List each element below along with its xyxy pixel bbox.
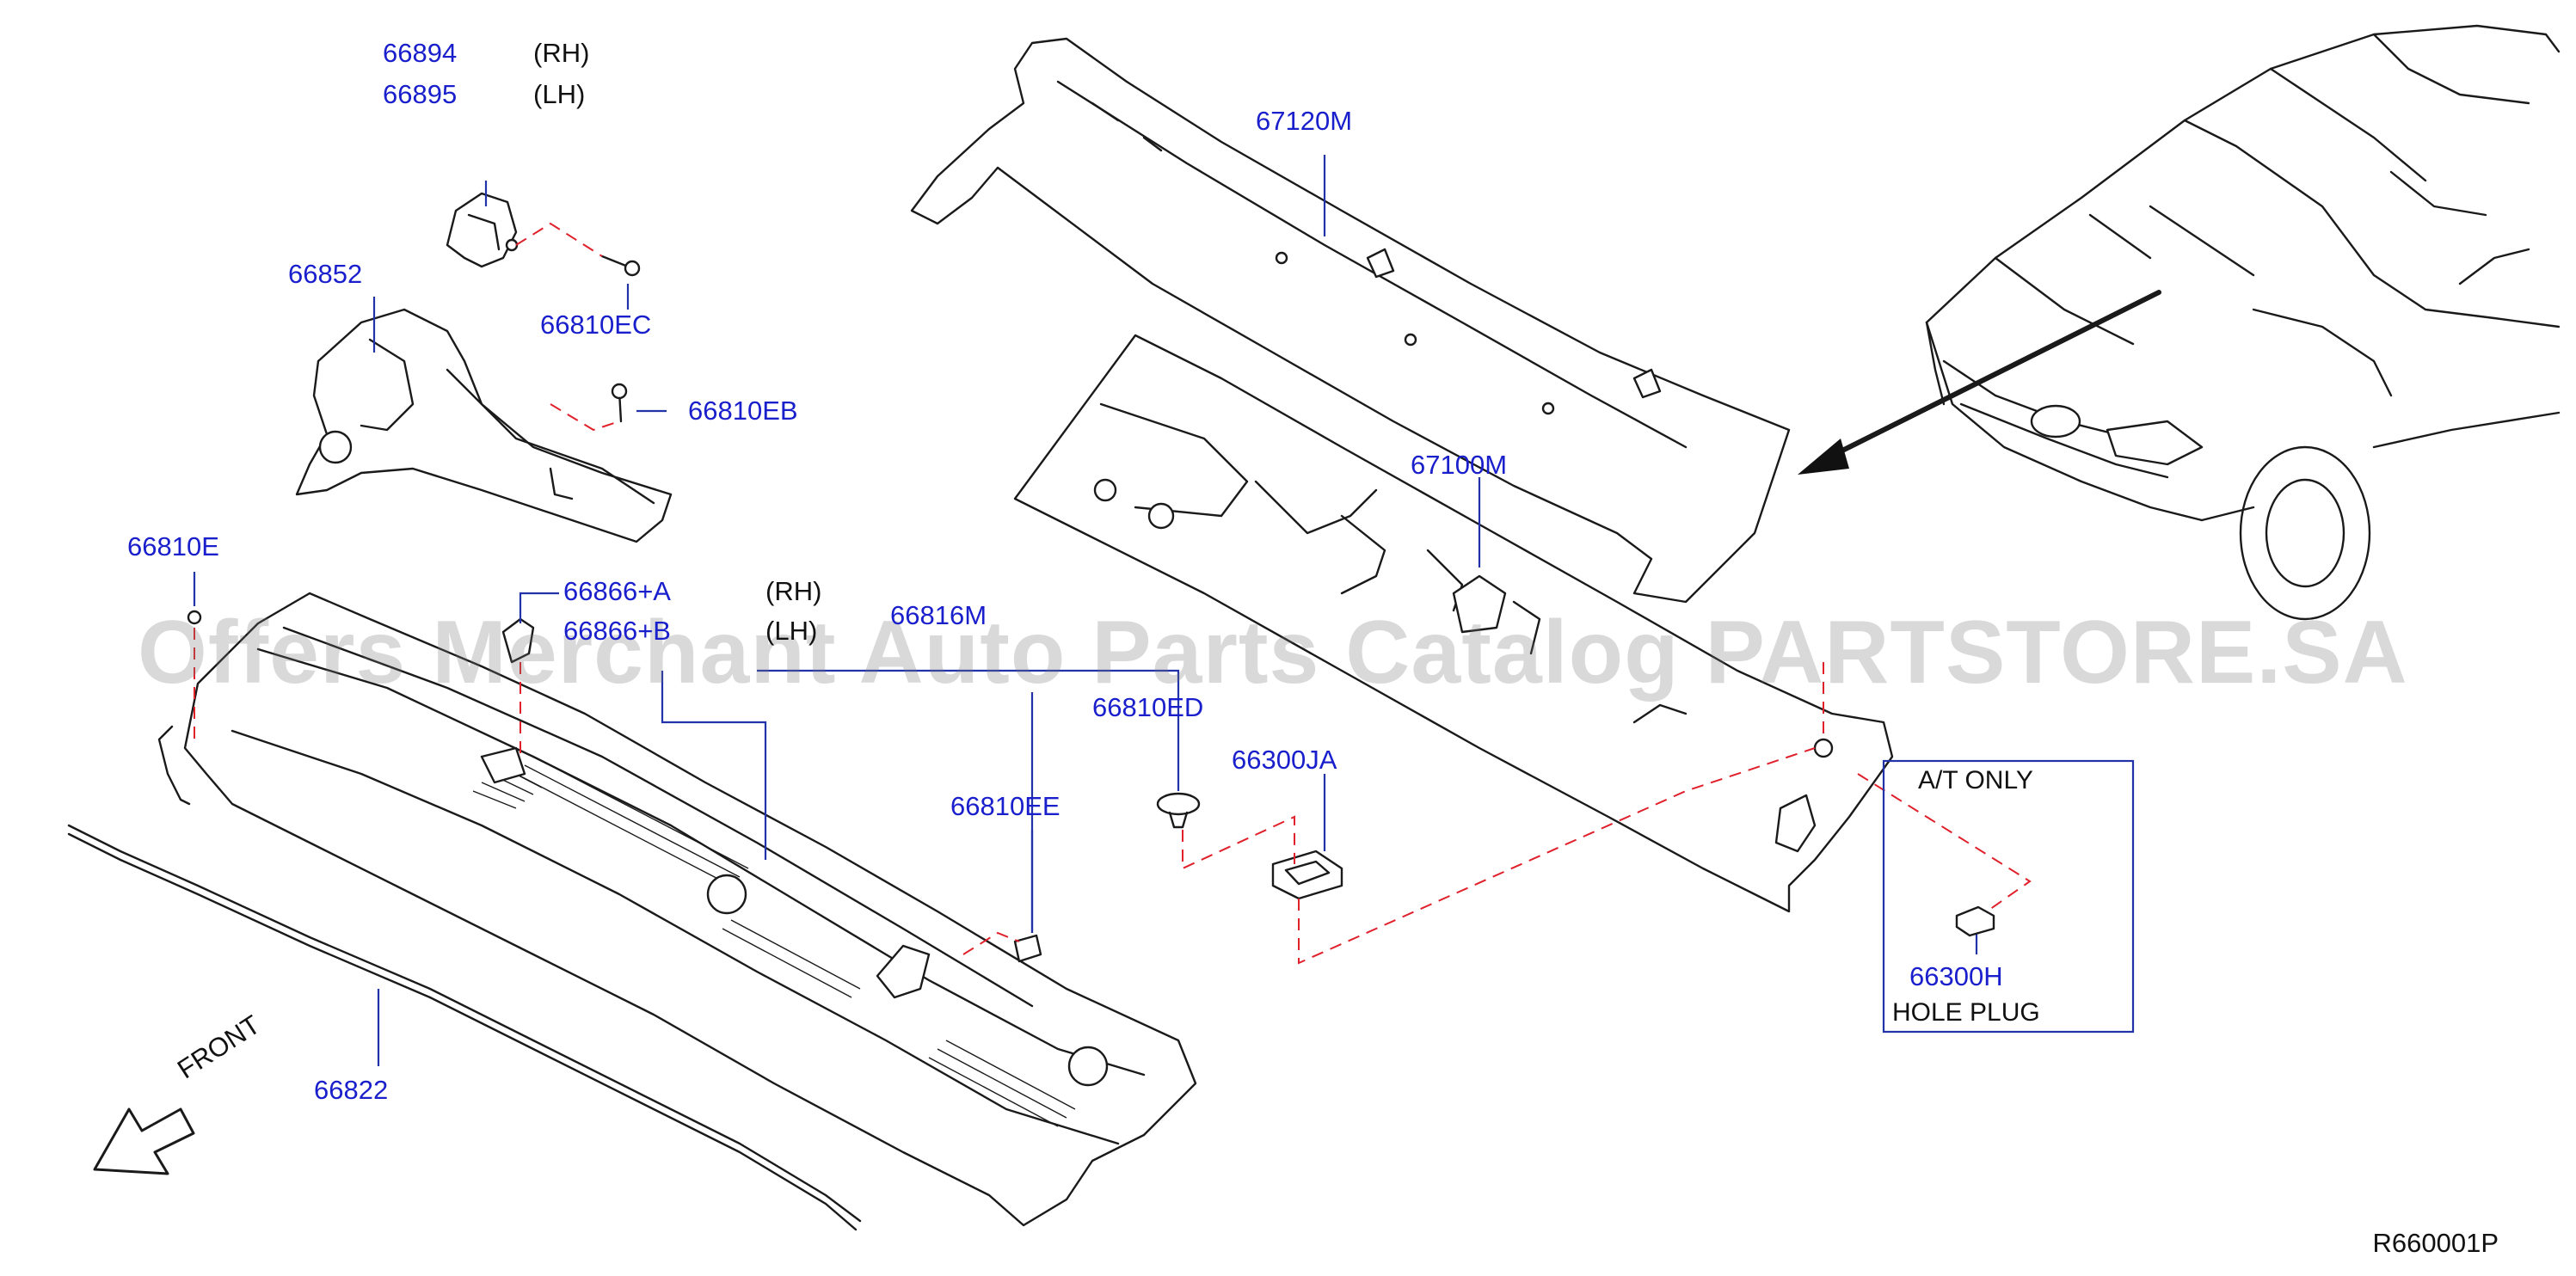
label-66810EE[interactable]: 66810EE xyxy=(950,791,1061,821)
label-66300JA[interactable]: 66300JA xyxy=(1232,745,1337,775)
grommet-66810ED[interactable] xyxy=(1156,792,1201,829)
front-arrow xyxy=(93,1107,195,1175)
screw-66810EB[interactable] xyxy=(611,383,628,423)
at-only-title: A/T ONLY xyxy=(1918,766,2033,794)
hole-plug-66300H[interactable] xyxy=(1955,905,1995,937)
label-66894-side: (RH) xyxy=(533,38,590,68)
lower-panel-67100M[interactable] xyxy=(1013,334,1894,913)
clip-66810EE[interactable] xyxy=(1013,934,1042,963)
label-66866B-side: (LH) xyxy=(765,616,818,646)
label-66894[interactable]: 66894 xyxy=(383,38,458,68)
label-66810ED[interactable]: 66810ED xyxy=(1092,692,1204,722)
screw-66810EC[interactable] xyxy=(600,255,641,277)
label-66816M[interactable]: 66816M xyxy=(890,600,987,630)
label-66300H[interactable]: 66300H xyxy=(1909,961,2003,991)
panel-66852[interactable] xyxy=(295,308,673,543)
label-67120M[interactable]: 67120M xyxy=(1256,106,1353,136)
seal-66822[interactable] xyxy=(67,824,862,1231)
at-only-box xyxy=(1882,759,2135,1034)
clip-66810E[interactable] xyxy=(187,610,202,625)
cowl-vent-slots xyxy=(472,756,1076,1127)
bracket-66894[interactable] xyxy=(446,192,519,268)
label-66895[interactable]: 66895 xyxy=(383,79,458,109)
clip-66866[interactable] xyxy=(501,617,535,664)
label-67100M[interactable]: 67100M xyxy=(1411,450,1508,480)
label-66866A[interactable]: 66866+A xyxy=(563,576,671,606)
label-66866B[interactable]: 66866+B xyxy=(563,616,671,646)
label-66866A-side: (RH) xyxy=(765,576,822,606)
truck-illustration xyxy=(1925,24,2561,621)
plug-66300JA[interactable] xyxy=(1271,850,1343,900)
label-66810EB[interactable]: 66810EB xyxy=(688,396,798,426)
diagram-reference: R660001P xyxy=(2372,1228,2499,1258)
cowl-top-66816M[interactable] xyxy=(157,592,1197,1227)
label-66895-side: (LH) xyxy=(533,79,586,109)
upper-panel-67120M[interactable] xyxy=(910,37,1791,604)
label-66810E[interactable]: 66810E xyxy=(127,531,219,561)
leader-lines xyxy=(193,155,1978,1066)
label-66852[interactable]: 66852 xyxy=(288,259,363,289)
dashed-guides xyxy=(194,222,2032,965)
label-66822[interactable]: 66822 xyxy=(314,1075,389,1105)
hole-plug-caption: HOLE PLUG xyxy=(1892,998,2040,1027)
label-66810EC[interactable]: 66810EC xyxy=(540,310,652,340)
location-arrow xyxy=(1798,290,2161,475)
